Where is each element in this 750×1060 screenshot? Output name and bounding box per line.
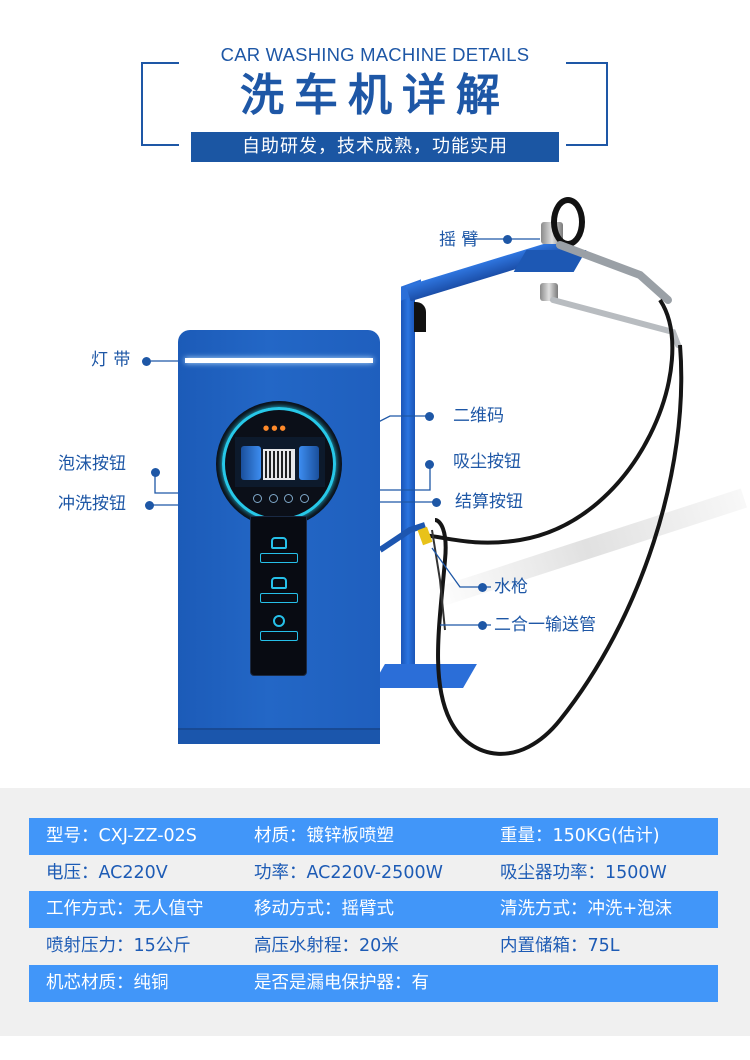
callout-dot: [432, 498, 441, 507]
checkout-button-icon[interactable]: [299, 494, 309, 503]
panel-label-box: [260, 553, 298, 563]
spec-weight: 重量：150KG(估计): [500, 826, 660, 846]
callout-light-strip: 灯 带: [91, 350, 131, 370]
brand-logo-icon: ● ● ●: [263, 424, 286, 432]
callout-checkout-button: 结算按钮: [455, 492, 523, 512]
page-title: 洗车机详解: [240, 70, 510, 121]
car-rinse-icon: [271, 537, 287, 549]
header-bracket-right: [566, 62, 608, 146]
spec-leakage-protector: 是否是漏电保护器：有: [254, 973, 429, 993]
spec-material: 材质：镀锌板喷塑: [254, 826, 394, 846]
screen-wing-left: [241, 446, 261, 480]
dial-button-row: [253, 494, 309, 506]
callout-dot: [478, 621, 487, 630]
spec-cleaning-mode: 清洗方式：冲洗+泡沫: [500, 899, 673, 919]
panel-foam: [260, 577, 298, 611]
spec-tank-capacity: 内置储箱：75L: [500, 936, 620, 956]
callout-swing-arm: 摇 臂: [439, 230, 479, 250]
callout-dot: [503, 235, 512, 244]
callout-qr-code: 二维码: [453, 406, 504, 426]
panel-label-box: [260, 593, 298, 603]
vacuum-icon: [273, 615, 285, 627]
spec-movement-mode: 移动方式：摇臂式: [254, 899, 394, 919]
spec-row: 喷射压力：15公斤 高压水射程：20米 内置储箱：75L: [29, 928, 718, 965]
title-english: CAR WASHING MACHINE DETAILS: [220, 44, 530, 65]
callout-dot: [425, 412, 434, 421]
swivel-joint-lower: [540, 283, 558, 301]
callout-rinse-button: 冲洗按钮: [58, 494, 126, 514]
panel-rinse: [260, 537, 298, 571]
car-foam-icon: [271, 577, 287, 589]
swing-arm-post: [401, 288, 415, 678]
function-panel: [250, 516, 307, 676]
callout-hose: 二合一输送管: [494, 615, 596, 635]
spec-row: 电压：AC220V 功率：AC220V-2500W 吸尘器功率：1500W: [29, 855, 718, 892]
spec-row: 工作方式：无人值守 移动方式：摇臂式 清洗方式：冲洗+泡沫: [29, 891, 718, 928]
callout-dot: [145, 501, 154, 510]
spec-core-material: 机芯材质：纯铜: [46, 973, 169, 993]
rinse-button-icon[interactable]: [253, 494, 262, 503]
screen-wing-right: [299, 446, 319, 480]
vacuum-button-icon[interactable]: [284, 494, 294, 503]
callout-water-gun: 水枪: [494, 577, 528, 597]
header-bracket-left: [141, 62, 179, 146]
foam-button-icon[interactable]: [268, 494, 278, 503]
qr-code-icon: [263, 449, 295, 480]
callout-foam-button: 泡沫按钮: [58, 454, 126, 474]
spec-spray-pressure: 喷射压力：15公斤: [46, 936, 191, 956]
spec-voltage: 电压：AC220V: [46, 863, 168, 883]
callout-dot: [151, 468, 160, 477]
spec-vacuum-power: 吸尘器功率：1500W: [500, 863, 667, 883]
callout-dot: [425, 460, 434, 469]
spec-power: 功率：AC220V-2500W: [254, 863, 443, 883]
callout-vacuum-button: 吸尘按钮: [453, 452, 521, 472]
panel-vacuum: [260, 615, 298, 649]
spec-water-range: 高压水射程：20米: [254, 936, 399, 956]
spec-model: 型号：CXJ-ZZ-02S: [46, 826, 197, 846]
callout-dot: [142, 357, 151, 366]
callout-dot: [478, 583, 487, 592]
panel-label-box: [260, 631, 298, 641]
subtitle-banner: 自助研发，技术成熟，功能实用: [191, 132, 559, 162]
spec-row: 机芯材质：纯铜 是否是漏电保护器：有: [29, 965, 718, 1002]
arm-bracket: [414, 302, 426, 332]
spec-row: 型号：CXJ-ZZ-02S 材质：镀锌板喷塑 重量：150KG(估计): [29, 818, 718, 855]
cabinet-base: [178, 728, 380, 744]
spec-operation-mode: 工作方式：无人值守: [46, 899, 204, 919]
light-strip: [185, 358, 373, 363]
